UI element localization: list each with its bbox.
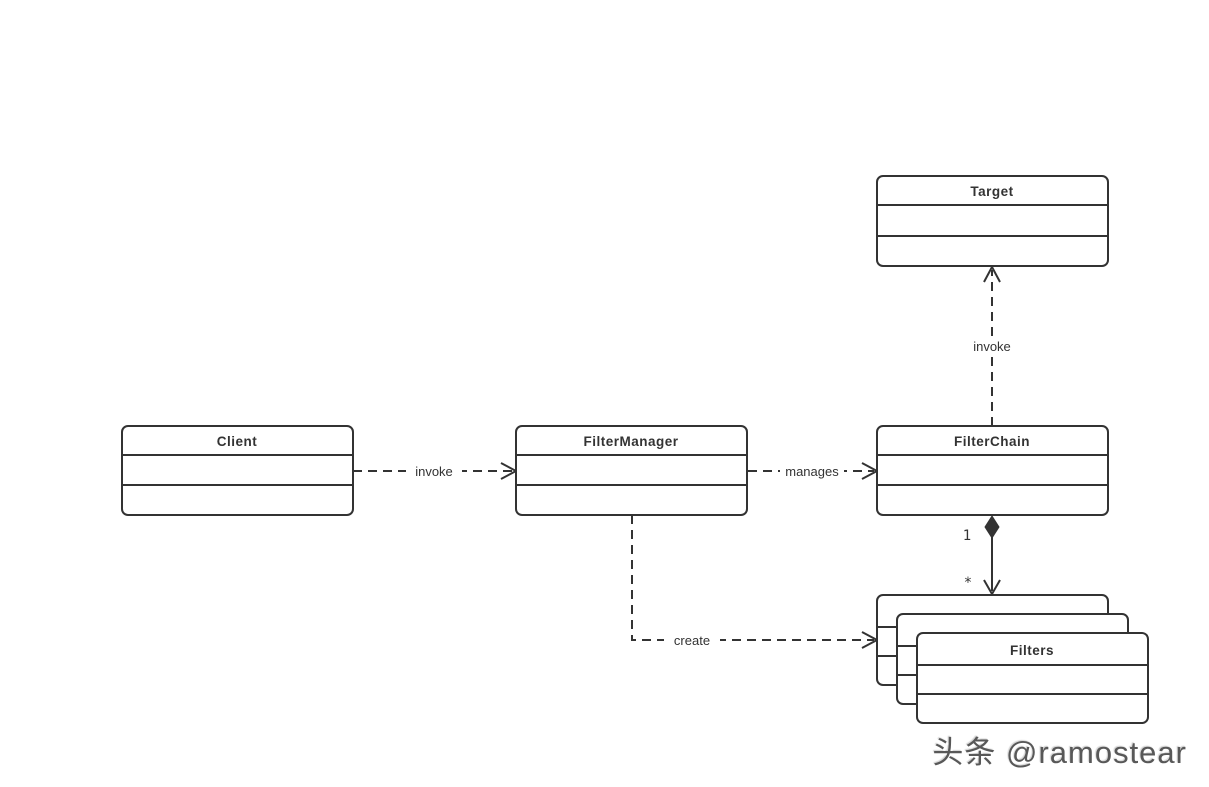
composition-diamond-icon xyxy=(984,515,1000,539)
label-backdrop xyxy=(780,462,844,479)
label-backdrop xyxy=(965,337,1019,355)
multiplicity-target: * xyxy=(964,575,972,591)
edge-label: manages xyxy=(785,464,839,479)
edge-filterchain-invoke-target: invoke xyxy=(965,264,1019,426)
edge-client-invoke-filtermanager: invoke xyxy=(353,462,519,480)
filters-card-front: Filters xyxy=(916,632,1149,724)
class-filters-stack: Filters xyxy=(876,594,1149,724)
edge-label: invoke xyxy=(415,464,453,479)
edge-filtermanager-create-filters: create xyxy=(631,515,880,649)
edge-filtermanager-manages-filterchain: manages xyxy=(748,462,880,480)
label-backdrop xyxy=(664,631,720,648)
edge-label: invoke xyxy=(973,339,1011,354)
multiplicity-source: 1 xyxy=(963,528,971,544)
class-box xyxy=(876,175,1109,267)
class-name: Filters xyxy=(1010,643,1054,658)
edge-label: create xyxy=(674,633,710,648)
class-name: Client xyxy=(217,434,258,449)
class-filterchain: FilterChain xyxy=(876,425,1109,516)
class-client: Client xyxy=(121,425,354,516)
class-name: Target xyxy=(970,184,1013,199)
class-box xyxy=(121,425,354,516)
edge-filterchain-composition-filters: 1 * xyxy=(963,515,1001,597)
label-backdrop xyxy=(406,462,462,479)
class-box xyxy=(515,425,748,516)
class-box xyxy=(916,632,1149,724)
class-name: FilterChain xyxy=(954,434,1030,449)
class-name: FilterManager xyxy=(583,434,678,449)
dashed-elbow-line xyxy=(631,515,874,641)
class-box xyxy=(876,425,1109,516)
watermark-text: 头条 @ramostear xyxy=(932,735,1187,770)
class-filtermanager: FilterManager xyxy=(515,425,748,516)
class-target: Target xyxy=(876,175,1109,267)
